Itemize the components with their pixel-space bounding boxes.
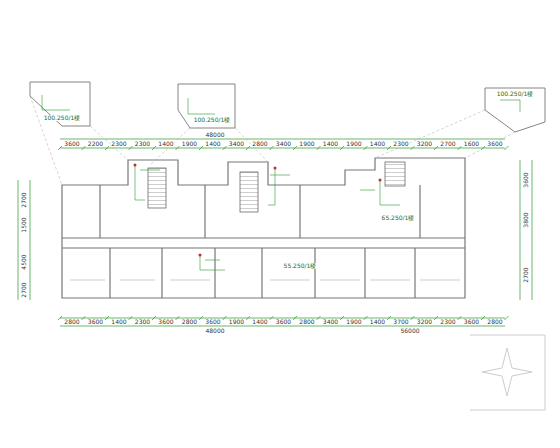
dimension-label: 1400 [369,141,386,147]
dimension-label: 2700 [21,281,27,298]
dimension-label: 3600 [87,319,104,325]
dimension-label: 2800 [251,141,268,147]
dimension-label: 2300 [134,319,151,325]
dimension-label: 1400 [204,141,221,147]
dimension-label: 1600 [463,141,480,147]
note-label: 65.250/1楼 [381,215,416,221]
dimension-label: 1900 [181,141,198,147]
dimension-label: 3200 [416,319,433,325]
dimension-label: 1400 [322,141,339,147]
dimension-label: 1400 [251,319,268,325]
dimension-label: 1900 [228,319,245,325]
dimension-label: 3200 [416,141,433,147]
dimension-label: 2300 [110,141,127,147]
wiring [135,165,400,270]
dimension-label: 3600 [523,171,529,188]
dimension-label: 2800 [63,319,80,325]
dimension-label: 1400 [110,319,127,325]
walls [62,158,465,298]
dimension-label: 2300 [439,319,456,325]
dimension-label: 3800 [523,211,529,228]
dimension-label: 3400 [322,319,339,325]
dimension-label: 2800 [298,319,315,325]
north-mark [470,335,545,410]
note-label: 55.250/1楼 [283,263,318,269]
dimension-label: 1900 [345,141,362,147]
dimension-label: 4500 [21,253,27,270]
dimension-label: 1400 [369,319,386,325]
note-label: 100.250/1楼 [496,91,535,97]
dimension-label: 2700 [439,141,456,147]
dimension-label: 56000 [399,328,420,334]
dimension-label: 2300 [392,141,409,147]
dimension-label: 1900 [345,319,362,325]
dimension-label: 1400 [157,141,174,147]
dimension-label: 3400 [275,141,292,147]
dimension-label: 2300 [134,141,151,147]
dimension-label: 48000 [204,328,225,334]
dimension-label: 3600 [63,141,80,147]
dimension-label: 3600 [204,319,221,325]
dimension-label: 1500 [21,216,27,233]
dimension-label: 3600 [157,319,174,325]
dimension-lines [18,139,532,326]
stairs [148,162,405,212]
dimension-label: 1900 [298,141,315,147]
note-label: 100.250/1楼 [43,115,82,121]
inset-views [30,82,545,132]
dimension-label: 3400 [228,141,245,147]
dimension-label: 2700 [523,266,529,283]
dimension-label: 48000 [204,132,225,138]
dimension-label: 2700 [21,191,27,208]
dimension-label: 3600 [463,319,480,325]
dimension-label: 2200 [87,141,104,147]
dimension-label: 3700 [392,319,409,325]
dimension-label: 3600 [486,141,503,147]
dimension-label: 2800 [486,319,503,325]
note-label: 100.250/1楼 [193,117,232,123]
dimension-label: 3600 [275,319,292,325]
dimension-label: 2800 [181,319,198,325]
